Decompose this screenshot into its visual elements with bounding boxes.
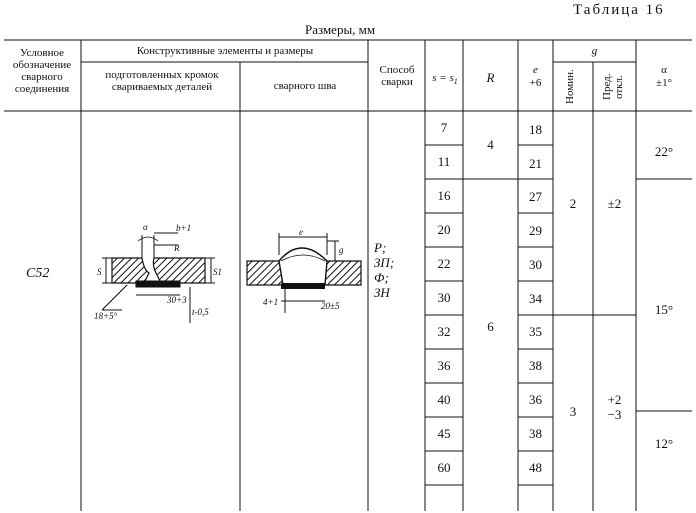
r-value: 6 [487, 319, 494, 334]
header-e-tol: +6 [529, 77, 542, 89]
label-alpha: α [143, 222, 148, 232]
header-alpha-tol: ±1° [656, 77, 672, 89]
r-value: 4 [487, 137, 494, 152]
alpha-value: 22° [654, 144, 674, 159]
header-s-label: s = s [432, 72, 454, 84]
alpha-value: 12° [654, 436, 674, 451]
g-dev-value: +2 [607, 392, 622, 407]
s-value: 32 [437, 324, 451, 339]
header-s: s = s1 [427, 72, 463, 88]
e-value: 27 [529, 189, 542, 204]
prepared-edges-drawing: α b+1 R S S1 30+3 t-0,5 18+5° [94, 222, 222, 323]
method-3: Ф; [374, 270, 389, 285]
e-value: 38 [529, 358, 542, 373]
e-value: 38 [529, 426, 542, 441]
label-c30: 30+3 [166, 295, 187, 305]
s-value: 16 [437, 188, 451, 203]
weld-bead [278, 247, 328, 286]
e-value: 21 [529, 156, 542, 171]
method-2: ЗП; [374, 255, 395, 270]
g-nom-value: 2 [569, 196, 577, 211]
label-g: g [339, 245, 344, 255]
g-dev-value: ±2 [607, 196, 622, 211]
label-b1: 4+1 [263, 297, 278, 307]
method-4: ЗН [374, 285, 390, 300]
header-prepared: подготовленных кромок свариваемых детале… [105, 69, 219, 93]
joint-code: С52 [26, 266, 50, 281]
label-a18: 18+5° [94, 311, 118, 321]
e-value: 18 [529, 122, 542, 137]
header-g-nom: Номин. [564, 69, 576, 105]
s-value: 36 [437, 358, 451, 373]
e-value: 36 [529, 392, 542, 407]
label-s1: S1 [213, 267, 222, 277]
alpha-value: 15° [654, 302, 674, 317]
header-s-sub: 1 [453, 77, 458, 87]
header-e: e [533, 64, 538, 76]
method-1: Р; [374, 240, 387, 255]
header-r: R [486, 70, 495, 85]
header-method: Способ сварки [379, 64, 415, 88]
e-value: 30 [529, 257, 542, 272]
e-value: 29 [529, 223, 542, 238]
header-g: g [591, 45, 598, 57]
header-elements: Конструктивные элементы и размеры [136, 45, 314, 57]
e-value: 35 [529, 324, 542, 339]
welding-method: Р; ЗП; Ф; ЗН [374, 240, 394, 300]
label-r: R [173, 243, 180, 253]
s-value: 60 [437, 460, 451, 475]
s-value: 11 [437, 154, 451, 169]
label-s: S [97, 267, 102, 277]
header-weld: сварного шва [273, 80, 337, 92]
table-caption: Таблица 16 [573, 2, 665, 18]
e-value: 34 [529, 291, 542, 306]
e-value: 48 [529, 460, 542, 475]
weld-drawing: e g 4+1 20±5 [246, 227, 362, 313]
s-value: 40 [437, 392, 451, 407]
g-nom-value: 3 [569, 404, 577, 419]
s-value: 20 [437, 222, 451, 237]
header-joint: Условное обозначение сварного соединения [12, 47, 72, 95]
label-b: b+1 [176, 223, 191, 233]
s-value: 7 [440, 120, 448, 135]
header-alpha: α [661, 64, 667, 76]
g-dev-value: −3 [607, 407, 622, 422]
s-value: 45 [437, 426, 451, 441]
s-value: 30 [437, 290, 451, 305]
label-t: t-0,5 [192, 307, 209, 317]
header-g-dev: Пред. откл. [601, 73, 625, 101]
units-label: Размеры, мм [305, 22, 376, 37]
s-value: 22 [437, 256, 451, 271]
label-e: e [299, 227, 303, 237]
label-c20: 20±5 [321, 301, 340, 311]
